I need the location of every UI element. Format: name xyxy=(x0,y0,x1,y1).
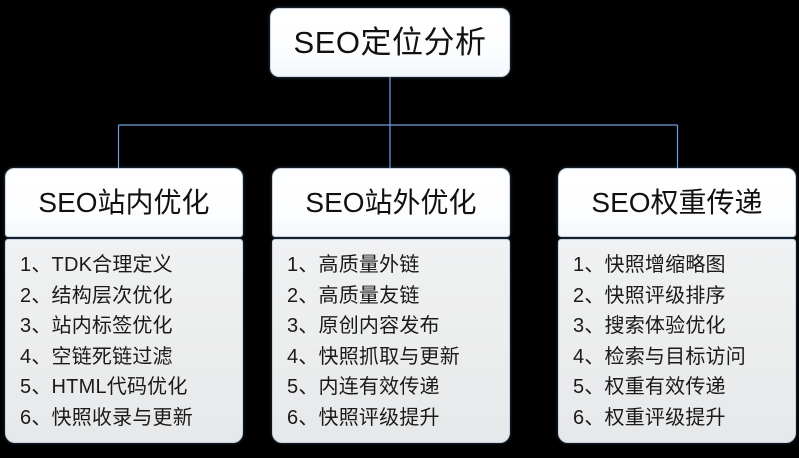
root-node-title: SEO定位分析 xyxy=(293,25,487,60)
branch-on-site: SEO站内优化 1、TDK合理定义 2、结构层次优化 3、站内标签优化 4、空链… xyxy=(5,168,243,443)
list-item: 2、快照评级排序 xyxy=(573,284,726,307)
list-item: 6、权重评级提升 xyxy=(573,406,726,429)
list-item: 4、检索与目标访问 xyxy=(573,345,746,368)
list-item: 1、TDK合理定义 xyxy=(20,254,173,276)
list-item: 5、内连有效传递 xyxy=(287,376,440,398)
root-node[interactable]: SEO定位分析 xyxy=(270,8,510,77)
list-item: 6、快照评级提升 xyxy=(287,406,440,429)
list-item: 2、结构层次优化 xyxy=(20,284,173,307)
list-item: 1、高质量外链 xyxy=(287,254,420,276)
branch-header-label: SEO站外优化 xyxy=(305,186,477,218)
list-item: 4、空链死链过滤 xyxy=(20,345,173,368)
branch-off-site: SEO站外优化 1、高质量外链 2、高质量友链 3、原创内容发布 4、快照抓取与… xyxy=(272,168,510,443)
branch-header-label: SEO站内优化 xyxy=(38,186,210,218)
list-item: 3、站内标签优化 xyxy=(20,315,173,337)
list-item: 3、原创内容发布 xyxy=(287,315,440,337)
branch-header-on-site[interactable]: SEO站内优化 xyxy=(5,168,243,237)
branch-header-weight-transfer[interactable]: SEO权重传递 xyxy=(558,168,796,237)
list-item: 6、快照收录与更新 xyxy=(20,406,193,429)
branch-item-list-off-site: 1、高质量外链 2、高质量友链 3、原创内容发布 4、快照抓取与更新 5、内连有… xyxy=(272,239,510,443)
list-item: 1、快照增缩略图 xyxy=(573,254,726,276)
branch-weight-transfer: SEO权重传递 1、快照增缩略图 2、快照评级排序 3、搜索体验优化 4、检索与… xyxy=(558,168,796,443)
branch-item-list-on-site: 1、TDK合理定义 2、结构层次优化 3、站内标签优化 4、空链死链过滤 5、H… xyxy=(5,239,243,443)
list-item: 4、快照抓取与更新 xyxy=(287,345,460,368)
list-item: 5、权重有效传递 xyxy=(573,376,726,398)
branch-header-label: SEO权重传递 xyxy=(591,186,763,218)
branch-header-off-site[interactable]: SEO站外优化 xyxy=(272,168,510,237)
list-item: 2、高质量友链 xyxy=(287,284,420,307)
list-item: 5、HTML代码优化 xyxy=(20,376,188,398)
list-item: 3、搜索体验优化 xyxy=(573,315,726,337)
branch-item-list-weight-transfer: 1、快照增缩略图 2、快照评级排序 3、搜索体验优化 4、检索与目标访问 5、权… xyxy=(558,239,796,443)
